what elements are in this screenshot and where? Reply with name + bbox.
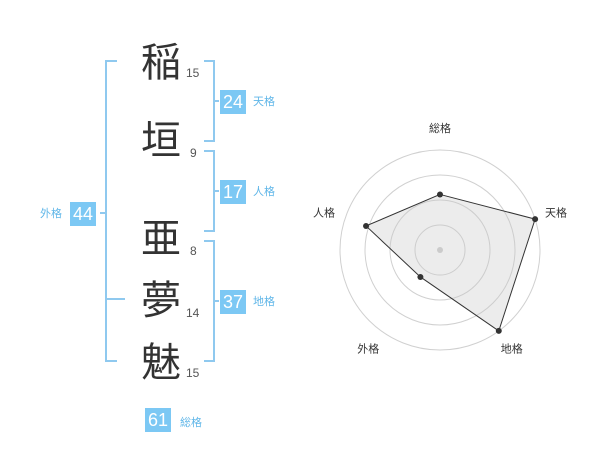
radar-axis-label: 外格 <box>357 342 379 356</box>
radar-center <box>437 247 443 253</box>
radar-point <box>363 222 370 229</box>
radar-point <box>532 216 539 223</box>
name-kanji-5: 魅 <box>141 340 181 386</box>
chikaku-label: 地格 <box>253 295 275 308</box>
stroke-count-5: 15 <box>186 366 200 380</box>
stroke-count-1: 15 <box>186 66 200 80</box>
name-kanji-1: 稲 <box>141 40 181 86</box>
chikaku-tick <box>213 300 219 302</box>
radar-axis-label: 人格 <box>313 205 335 219</box>
jinkaku-tick <box>213 190 219 192</box>
chikaku-score: 37 <box>220 290 247 314</box>
name-kanji-4: 夢 <box>141 278 181 324</box>
gaikaku-score: 44 <box>70 202 97 226</box>
name-kanji-2: 垣 <box>141 118 181 164</box>
tenkaku-label: 天格 <box>253 95 275 108</box>
radar-point <box>417 273 424 280</box>
radar-polygon <box>365 193 536 332</box>
stroke-count-4: 14 <box>186 306 200 320</box>
stroke-count-2: 9 <box>190 146 197 160</box>
radar-axis-label: 地格 <box>501 342 523 356</box>
radar-axis-label: 天格 <box>545 205 567 219</box>
radar-ring <box>364 174 516 326</box>
soukaku-score: 61 <box>145 408 172 432</box>
gaikaku-inner-tick <box>105 298 125 300</box>
gaikaku-bracket <box>105 60 117 362</box>
soukaku-label: 総格 <box>180 416 202 429</box>
stroke-count-3: 8 <box>190 244 197 258</box>
radar-axis-label: 総格 <box>429 121 451 135</box>
radar-point <box>495 327 502 334</box>
tenkaku-tick <box>213 100 219 102</box>
tenkaku-score: 24 <box>220 90 247 114</box>
gaikaku-tick <box>100 212 106 214</box>
jinkaku-score: 17 <box>220 180 247 204</box>
radar-point <box>437 191 443 198</box>
jinkaku-label: 人格 <box>253 185 275 198</box>
gaikaku-label: 外格 <box>40 207 62 220</box>
radar-ring <box>414 224 466 276</box>
name-kanji-3: 亜 <box>141 216 181 262</box>
radar-ring <box>389 199 491 301</box>
